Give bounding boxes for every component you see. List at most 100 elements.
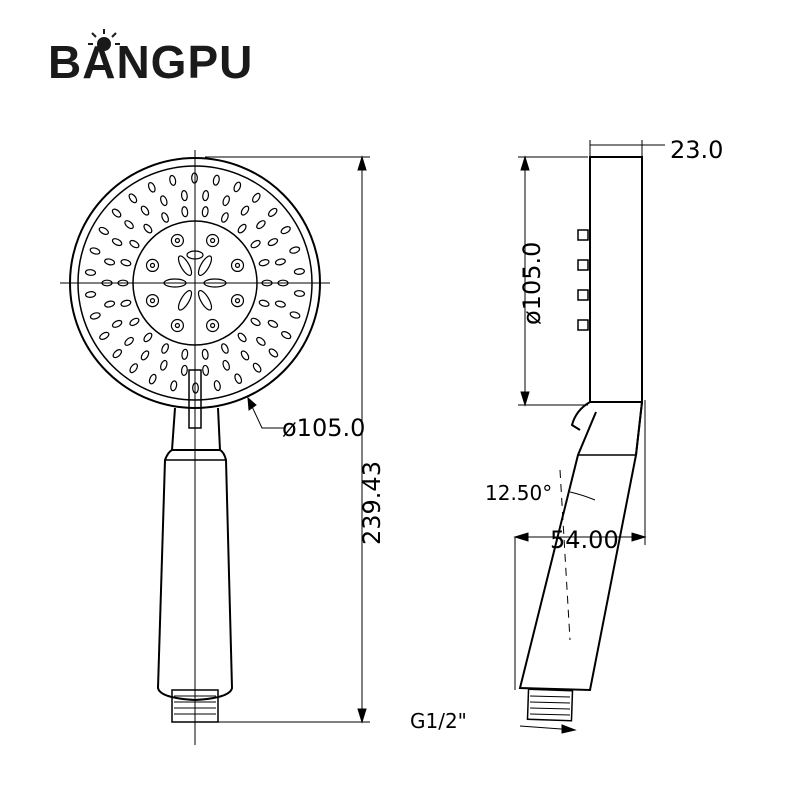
mode-selector-tab (188, 369, 202, 429)
nozzle (180, 190, 188, 202)
nozzle (274, 258, 286, 266)
nozzle (101, 279, 113, 287)
handle-body (156, 449, 234, 702)
round-nozzle-core (210, 237, 216, 244)
nozzle (274, 300, 286, 308)
front-head-diameter-label: ø105.0 (282, 414, 365, 442)
nozzle (84, 269, 97, 276)
side-thread-connector (526, 688, 574, 722)
round-nozzle-core (234, 262, 241, 268)
nozzle (89, 312, 101, 320)
center-leaf-nozzle (177, 255, 193, 277)
nozzle (181, 206, 189, 218)
nozzle (120, 259, 132, 267)
thread-label: G1/2" (410, 709, 467, 733)
nozzle (277, 279, 289, 287)
nozzle (129, 239, 140, 249)
round-nozzle-core (149, 298, 156, 304)
round-nozzle (170, 233, 184, 248)
round-nozzle-core (149, 262, 156, 268)
brand-name: BANGPU (48, 36, 254, 88)
nozzle (221, 212, 229, 223)
nozzle (293, 268, 305, 275)
nozzle (129, 317, 140, 327)
nozzle (143, 332, 153, 343)
front-view (60, 150, 330, 745)
nozzle (252, 362, 262, 373)
nozzle (202, 364, 210, 376)
total-length-label: 239.43 (358, 461, 386, 545)
nozzle (256, 220, 266, 230)
nozzle (160, 359, 168, 371)
nozzle (267, 207, 278, 217)
nozzle (160, 195, 168, 207)
nozzle (128, 193, 138, 204)
nozzle (111, 319, 123, 328)
nozzle (268, 348, 279, 358)
nozzle (180, 364, 188, 376)
round-nozzle (145, 258, 160, 272)
nozzle (289, 246, 301, 254)
center-ring (132, 220, 258, 346)
nozzle (170, 380, 178, 392)
nozzle (222, 359, 230, 371)
thread-connector (171, 689, 219, 723)
nozzle (237, 332, 247, 343)
round-nozzle-core (174, 322, 180, 329)
center-oval-nozzle (186, 250, 204, 260)
nozzle (85, 291, 97, 298)
nozzle (222, 195, 230, 207)
nozzle (250, 317, 261, 327)
center-leaf-nozzle (197, 255, 213, 277)
nozzle (129, 363, 138, 374)
nozzle (89, 247, 101, 255)
side-view (518, 156, 643, 722)
angle-label: 12.50° (485, 481, 552, 505)
nozzle (261, 279, 273, 287)
nozzle (191, 172, 198, 184)
round-nozzle (170, 318, 184, 333)
side-dimensions (513, 140, 665, 734)
center-leaf-nozzle (177, 289, 193, 311)
nozzle (140, 205, 150, 216)
round-nozzle (230, 294, 245, 308)
nozzle (234, 373, 243, 385)
nozzle (202, 190, 210, 202)
nozzle (169, 174, 177, 186)
nozzle (289, 311, 301, 319)
nozzle (240, 205, 250, 216)
nozzle (213, 380, 221, 392)
nozzle (120, 299, 132, 307)
round-nozzle-core (210, 322, 216, 329)
sunburst-logo-icon (88, 29, 120, 51)
round-nozzle-core (174, 237, 180, 244)
nozzle (221, 343, 229, 354)
nozzle (201, 348, 209, 360)
side-head-diameter-label: ø105.0 (518, 242, 546, 325)
nozzle-pattern (84, 172, 306, 394)
side-head-profile (589, 156, 643, 403)
nozzle (124, 220, 134, 230)
nozzle (181, 348, 189, 360)
nozzle (250, 239, 261, 249)
round-nozzle (206, 233, 220, 248)
nozzle (258, 259, 270, 267)
round-nozzle (230, 258, 245, 272)
nozzle (112, 349, 123, 359)
nozzle (140, 350, 150, 361)
side-nozzle-bumps (577, 229, 589, 331)
nozzle (111, 208, 122, 218)
nozzle (148, 373, 157, 385)
nozzle (104, 300, 116, 308)
nozzle (161, 343, 169, 354)
nozzle (99, 331, 110, 340)
nozzle (233, 181, 242, 193)
nozzle (161, 212, 169, 223)
nozzle (98, 226, 109, 235)
center-leaf-nozzle (203, 278, 227, 288)
nozzle (117, 279, 129, 287)
nozzle (111, 238, 123, 247)
nozzle (192, 382, 199, 394)
round-nozzle (206, 318, 220, 333)
